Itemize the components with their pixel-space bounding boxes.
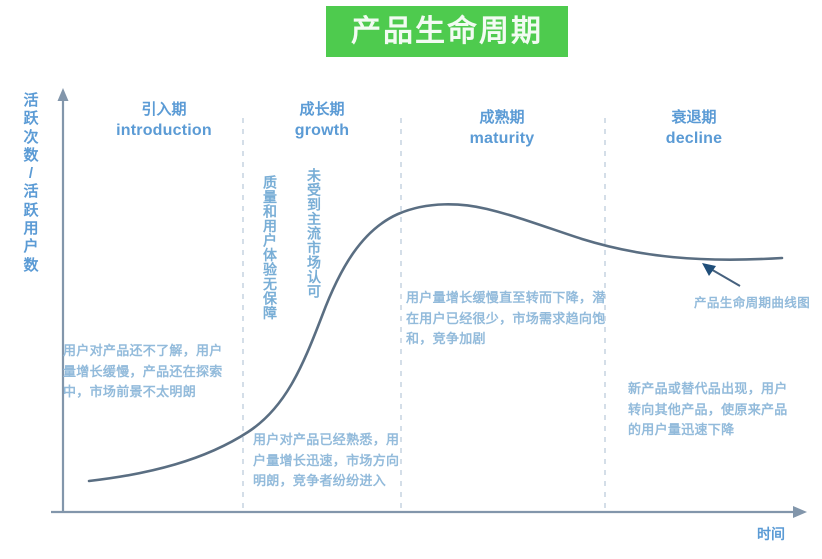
- annotation-growth-market: 未受到主流市场认可: [306, 168, 322, 299]
- y-axis: [57, 88, 69, 512]
- curve-callout-arrow: [702, 263, 741, 287]
- page-title: 产品生命周期: [351, 14, 543, 48]
- curve-callout-label: 产品生命周期曲线图: [694, 296, 811, 310]
- stage-label-en: maturity: [469, 130, 535, 148]
- stage-header-maturity: 成熟期 maturity: [412, 108, 592, 150]
- stage-label-cn: 成长期: [299, 101, 345, 118]
- annotation-growth: 用户对产品已经熟悉，用户量增长迅速，市场方向明朗，竞争者纷纷进入: [253, 432, 400, 489]
- annotation-decline: 新产品或替代品出现，用户转向其他产品，使原来产品的用户量迅速下降: [628, 381, 788, 438]
- stage-label-en: introduction: [116, 122, 212, 140]
- lifecycle-curve: [87, 203, 784, 483]
- annotation-maturity: 用户量增长缓慢直至转而下降，潜在用户已经很少，市场需求趋向饱和，竞争加剧: [406, 290, 606, 347]
- stage-header-introduction: 引入期 introduction: [104, 100, 224, 142]
- stage-label-cn: 衰退期: [671, 109, 717, 126]
- annotation-growth-quality: 质量和用户体验无保障: [262, 175, 278, 320]
- annotation-introduction: 用户对产品还不了解，用户量增长缓慢，产品还在探索中，市场前景不太明朗: [63, 343, 223, 400]
- stage-label-cn: 成熟期: [479, 109, 525, 126]
- stage-header-growth: 成长期 growth: [262, 100, 382, 142]
- stage-label-en: growth: [294, 122, 350, 140]
- y-axis-label: 活跃次数 / 活跃用户数: [23, 92, 39, 274]
- stage-label-en: decline: [665, 130, 723, 148]
- stage-label-cn: 引入期: [141, 101, 187, 118]
- x-axis-label: 时间: [757, 526, 785, 542]
- title-banner: 产品生命周期: [326, 6, 568, 57]
- stage-header-decline: 衰退期 decline: [624, 108, 764, 150]
- x-axis: [51, 506, 807, 518]
